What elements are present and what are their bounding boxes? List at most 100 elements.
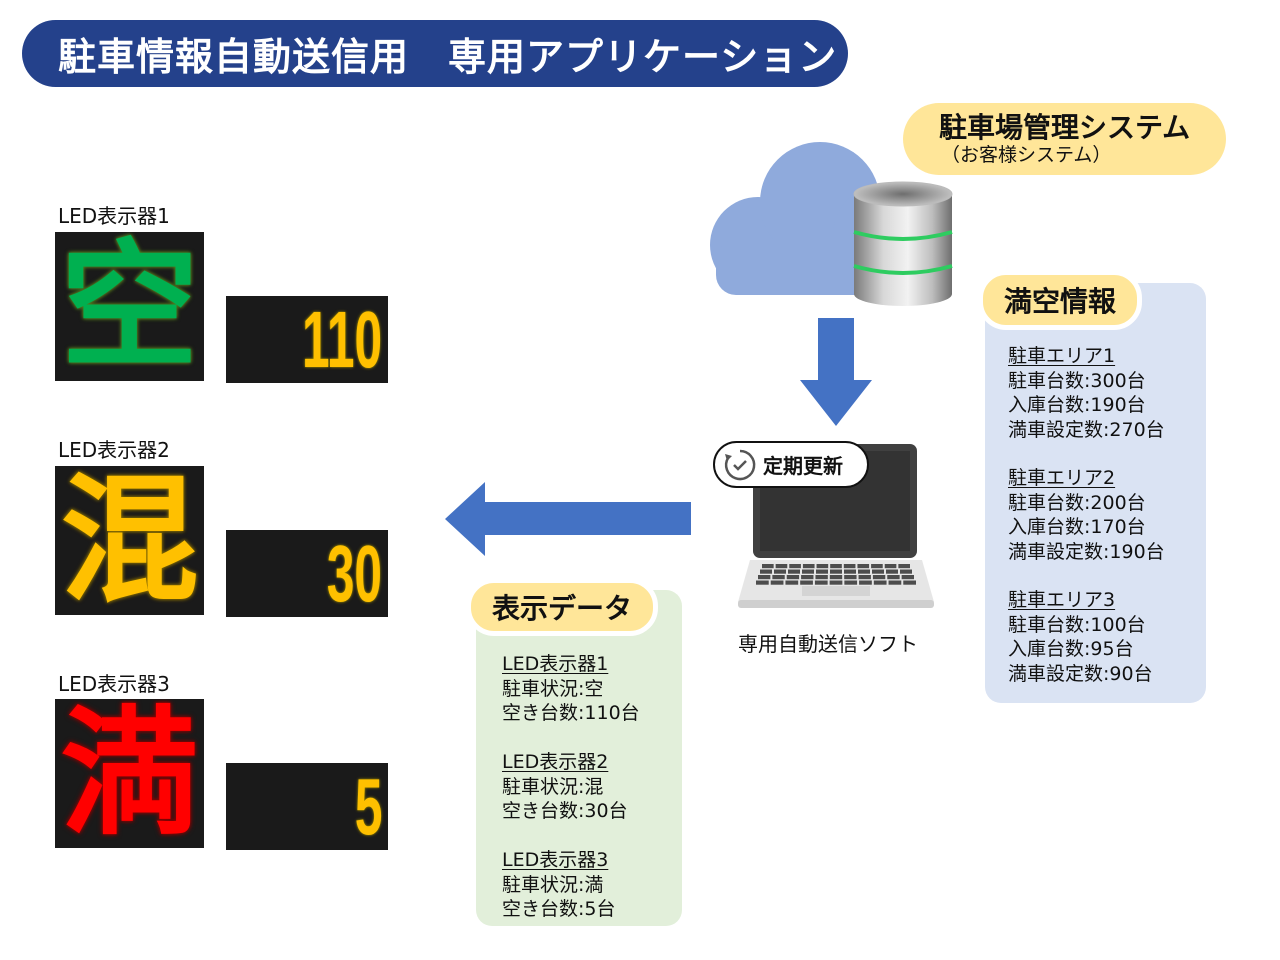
keyboard-key [789, 564, 801, 569]
display-data-item-line: 駐車状況:混 [502, 775, 604, 798]
parking-area-2: 駐車エリア2 駐車台数:200台 入庫台数:170台 満車設定数:190台 [1008, 466, 1165, 564]
keyboard-key [887, 575, 900, 580]
parking-area-line: 入庫台数:190台 [1008, 394, 1146, 416]
parking-area-line: 駐車台数:300台 [1008, 369, 1146, 392]
customer-system-label: 駐車場管理システム （お客様システム） [903, 103, 1226, 175]
keyboard-key [829, 575, 843, 580]
keyboard-key [786, 575, 800, 580]
keyboard-key [901, 575, 914, 580]
system-title: 駐車場管理システム [939, 111, 1191, 144]
keyboard-key [871, 564, 883, 569]
keyboard-key [872, 575, 886, 580]
vacancy-info-title-text: 満空情報 [1003, 285, 1116, 318]
keyboard-key [785, 580, 799, 585]
parking-area-head: 駐車エリア2 [1008, 467, 1116, 489]
parking-area-line: 入庫台数:170台 [1008, 516, 1146, 538]
led-display-3-status-char: 満 [60, 699, 199, 848]
periodic-refresh-badge: 定期更新 [713, 441, 869, 488]
display-data-title-text: 表示データ [491, 592, 632, 625]
led-display-3-count: 5 [354, 763, 382, 850]
keyboard-key [844, 575, 857, 580]
parking-area-1: 駐車エリア1 駐車台数:300台 入庫台数:190台 満車設定数:270台 [1008, 344, 1165, 442]
refresh-label: 定期更新 [763, 454, 843, 478]
parking-area-line: 満車設定数:90台 [1008, 662, 1153, 685]
keyboard-key [859, 580, 872, 585]
keyboard-key [770, 580, 784, 585]
led-display-1-status-panel: 空 [55, 232, 204, 381]
display-data-item-2: LED表示器2 駐車状況:混 空き台数:30台 [502, 750, 628, 824]
keyboard-key [816, 564, 829, 569]
led-display-1-label: LED表示器1 [58, 204, 170, 228]
led-display-3-count-panel: 5 [226, 763, 388, 850]
led-display-2-count: 30 [326, 530, 382, 617]
keyboard-key [788, 569, 800, 574]
keyboard-key [830, 569, 842, 574]
keyboard-key [886, 569, 898, 574]
keyboard-key [802, 569, 814, 574]
keyboard-key [843, 564, 856, 569]
keyboard-key [772, 575, 785, 580]
keyboard-key [903, 580, 916, 585]
display-data-item-3: LED表示器3 駐車状況:満 空き台数:5台 [502, 848, 616, 922]
display-data-item-head: LED表示器2 [502, 751, 609, 773]
keyboard-key [758, 575, 771, 580]
led-display-2-count-panel: 30 [226, 530, 388, 617]
keyboard-key [900, 569, 912, 574]
keyboard-key [888, 580, 902, 585]
keyboard-key [814, 580, 828, 585]
display-data-item-line: 空き台数:30台 [502, 800, 628, 822]
parking-area-line: 駐車台数:100台 [1008, 613, 1146, 636]
keyboard-key [844, 569, 856, 574]
parking-area-line: 入庫台数:95台 [1008, 638, 1134, 660]
keyboard-key [898, 564, 910, 569]
parking-area-line: 駐車台数:200台 [1008, 491, 1146, 514]
down-arrow-icon [800, 318, 872, 426]
keyboard-key [815, 575, 828, 580]
parking-area-3: 駐車エリア3 駐車台数:100台 入庫台数:95台 満車設定数:90台 [1008, 588, 1153, 686]
display-data-item-line: 空き台数:110台 [502, 702, 640, 724]
display-data-title: 表示データ [466, 578, 658, 636]
parking-area-head: 駐車エリア3 [1008, 589, 1116, 611]
keyboard-key [756, 580, 769, 585]
keyboard-key [873, 580, 887, 585]
keyboard-key [802, 564, 815, 569]
left-arrow-icon [445, 482, 691, 556]
keyboard-key [774, 569, 786, 574]
display-data-item-head: LED表示器3 [502, 849, 609, 871]
database-icon [853, 181, 953, 306]
keyboard-key [872, 569, 884, 574]
display-data-item-line: 駐車状況:空 [502, 677, 604, 700]
keyboard-key [775, 564, 788, 569]
keyboard-key [762, 564, 774, 569]
parking-area-line: 満車設定数:270台 [1008, 418, 1165, 441]
display-data-item-line: 駐車状況:満 [502, 873, 604, 896]
keyboard-key [830, 564, 842, 569]
keyboard-key [801, 575, 814, 580]
keyboard-key [829, 580, 843, 585]
keyboard-key [816, 569, 828, 574]
led-display-3-status-panel: 満 [55, 699, 204, 848]
vacancy-info-panel: 駐車エリア1 駐車台数:300台 入庫台数:190台 満車設定数:270台 駐車… [985, 283, 1206, 703]
keyboard-key [800, 580, 813, 585]
led-display-2-status-panel: 混 [55, 466, 204, 615]
parking-area-head: 駐車エリア1 [1008, 345, 1116, 367]
keyboard-key [760, 569, 772, 574]
display-data-item-line: 空き台数:5台 [502, 898, 616, 920]
system-subtitle: （お客様システム） [941, 144, 1112, 166]
keyboard-key [884, 564, 897, 569]
parking-area-line: 満車設定数:190台 [1008, 540, 1165, 563]
page-title: 駐車情報自動送信用 専用アプリケーション [58, 35, 838, 79]
keyboard-key [858, 569, 870, 574]
led-display-1-count-panel: 110 [226, 296, 388, 383]
keyboard-key [844, 580, 858, 585]
led-display-2-status-char: 混 [60, 466, 199, 615]
display-data-panel: LED表示器1 駐車状況:空 空き台数:110台 LED表示器2 駐車状況:混 … [476, 590, 682, 926]
led-display-2-label: LED表示器2 [58, 438, 170, 462]
led-display-3-label: LED表示器3 [58, 672, 170, 696]
display-data-item-head: LED表示器1 [502, 653, 609, 675]
keyboard-key [858, 575, 871, 580]
led-display-1-status-char: 空 [60, 232, 199, 381]
clock-refresh-icon [724, 449, 756, 480]
led-display-1-count: 110 [301, 296, 382, 383]
title-banner: 駐車情報自動送信用 専用アプリケーション [22, 20, 848, 87]
